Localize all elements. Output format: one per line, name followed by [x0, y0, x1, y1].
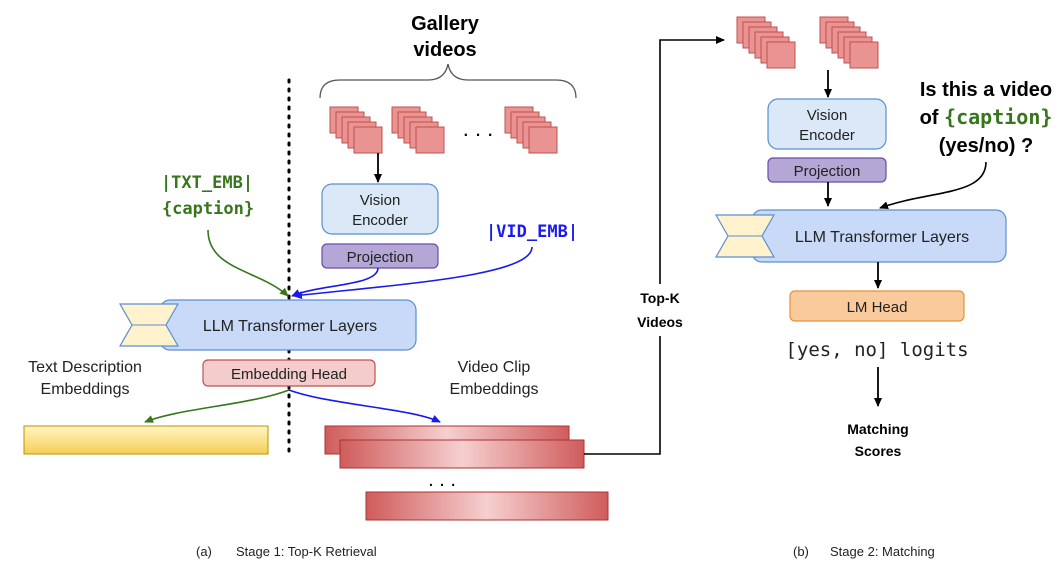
lm-head-box — [789, 290, 965, 322]
question-line3: (yes/no) ? — [939, 135, 1033, 157]
stage2-caption-prefix: (b) — [793, 544, 809, 559]
gallery-frame-stack-2 — [391, 106, 445, 154]
vision-encoder-box — [321, 183, 439, 235]
matching-scores-line2: Scores — [855, 443, 902, 459]
vision-encoder-label-line2: Encoder — [352, 212, 408, 229]
text-desc-label-line2: Embeddings — [41, 381, 130, 398]
arrow-head-to-text-emb — [144, 389, 290, 423]
vid-emb-token: |VID_EMB| — [486, 222, 578, 242]
s2-projection-box — [767, 157, 887, 183]
projection-label: Projection — [347, 249, 414, 266]
vision-encoder-label-line1: Vision — [360, 192, 401, 209]
s2-vision-encoder-label-line1: Vision — [807, 107, 848, 124]
clip-emb-label-line1: Video Clip — [458, 359, 531, 376]
text-embedding-bar — [23, 425, 269, 455]
stage2-caption: Stage 2: Matching — [830, 544, 935, 559]
projection-box — [321, 243, 439, 269]
text-desc-label-line1: Text Description — [28, 359, 142, 376]
s2-vision-encoder-box — [767, 98, 887, 150]
lm-head-label: LM Head — [847, 299, 908, 316]
arrow-question-to-s2-llm — [879, 161, 987, 210]
embedding-head-box — [202, 359, 376, 387]
topk-label-line2: Videos — [637, 314, 683, 330]
question-line2: of {caption} — [920, 105, 1053, 129]
logits-label: [yes, no] logits — [785, 339, 968, 361]
stage1-caption: Stage 1: Top-K Retrieval — [236, 544, 377, 559]
txt-emb-token: |TXT_EMB| — [161, 173, 253, 193]
arrow-videmb-to-llm — [293, 246, 533, 300]
question-caption: {caption} — [944, 105, 1052, 129]
arrow-caption-to-llm — [207, 229, 289, 297]
topk-connector-arrow — [584, 36, 725, 455]
s2-llm-layers-label: LLM Transformer Layers — [795, 229, 969, 246]
clip-embedding-bar-2 — [339, 439, 585, 469]
topk-label-line1: Top-K — [640, 290, 679, 306]
question-line1: Is this a video — [920, 79, 1052, 101]
stage1-caption-prefix: (a) — [196, 544, 212, 559]
gallery-frame-stack-3 — [504, 106, 558, 154]
question-of: of — [920, 107, 944, 129]
clip-embedding-bar-3 — [365, 491, 609, 521]
embedding-head-label: Embedding Head — [231, 366, 347, 383]
clip-emb-label-line2: Embeddings — [450, 381, 539, 398]
clip-bars-ellipsis: . . . — [428, 469, 456, 491]
topk-frame-stack-1 — [736, 16, 796, 69]
gallery-frame-stack-1 — [329, 106, 383, 154]
caption-token: {caption} — [162, 199, 254, 219]
topk-frame-stack-2 — [819, 16, 879, 69]
gallery-ellipsis: . . . — [463, 116, 494, 141]
s2-vision-encoder-label-line2: Encoder — [799, 127, 855, 144]
llm-layers-label: LLM Transformer Layers — [203, 318, 377, 335]
s2-projection-label: Projection — [794, 163, 861, 180]
gallery-title-line2: videos — [413, 39, 476, 61]
gallery-brace — [319, 63, 577, 99]
gallery-title: Gallery — [411, 13, 480, 35]
arrow-head-to-clip-emb — [288, 389, 441, 423]
matching-scores-line1: Matching — [847, 421, 908, 437]
topk-label-bg — [628, 284, 692, 336]
